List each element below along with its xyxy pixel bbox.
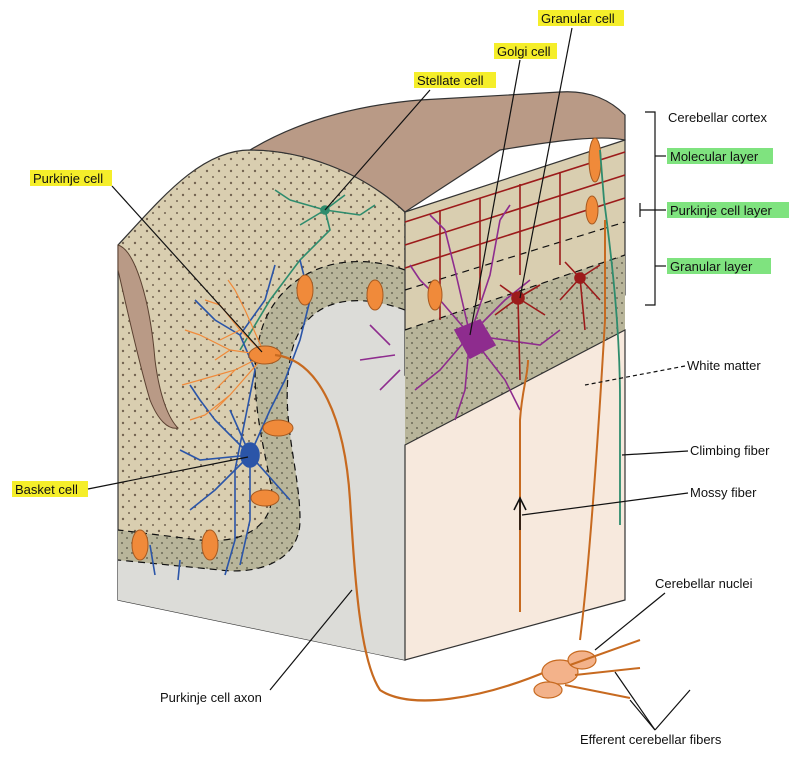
golgi-cell-label: Golgi cell xyxy=(497,44,551,59)
cerebellar-cortex-label: Cerebellar cortex xyxy=(668,110,767,125)
climbing-fiber-leader xyxy=(622,451,688,455)
basket-cell-label: Basket cell xyxy=(15,482,78,497)
white-matter-label: White matter xyxy=(687,358,761,373)
efferent-fibers-leader-1 xyxy=(615,672,655,730)
climbing-fiber-label: Climbing fiber xyxy=(690,443,770,458)
granular-cell-label: Granular cell xyxy=(541,11,615,26)
purkinje-cell-label: Purkinje cell xyxy=(33,171,103,186)
efferent-fibers-leader-3 xyxy=(655,690,690,730)
cerebellar-nuclei-graphic xyxy=(534,640,640,698)
efferent-fibers-leader-2 xyxy=(630,700,655,730)
purkinje-layer-label: Purkinje cell layer xyxy=(670,203,773,218)
efferent-fibers-label: Efferent cerebellar fibers xyxy=(580,732,722,747)
molecular-layer-label: Molecular layer xyxy=(670,149,759,164)
purkinje-axon-label: Purkinje cell axon xyxy=(160,690,262,705)
stellate-cell-label: Stellate cell xyxy=(417,73,484,88)
granular-layer-label: Granular layer xyxy=(670,259,753,274)
mossy-fiber-label: Mossy fiber xyxy=(690,485,757,500)
cerebellar-nuclei-label: Cerebellar nuclei xyxy=(655,576,753,591)
cortex-bracket xyxy=(645,112,655,305)
